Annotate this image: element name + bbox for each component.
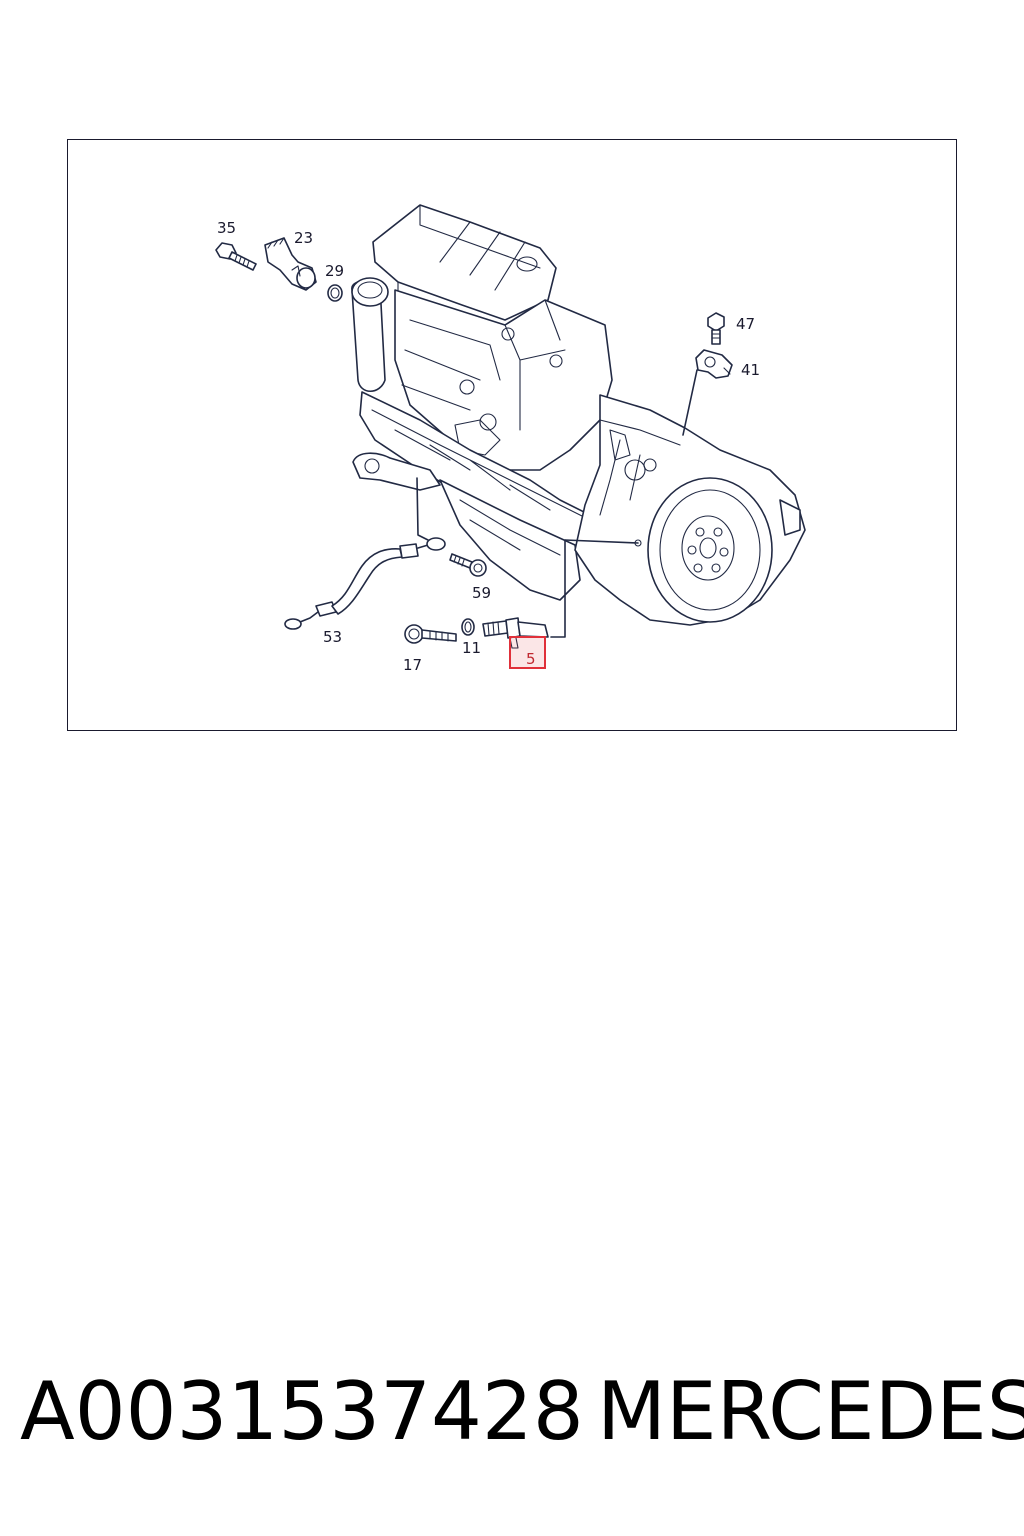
callout-53: 53 (323, 628, 342, 646)
callout-59: 59 (472, 584, 491, 602)
leader-lines (416, 369, 698, 638)
callout-35: 35 (217, 219, 236, 237)
callout-23: 23 (294, 229, 313, 247)
brand-name-text: MERCEDES (597, 1365, 1024, 1458)
part-59-bolt (449, 553, 487, 577)
part-29-o-ring (327, 284, 343, 302)
part-35-bolt (215, 242, 257, 271)
callout-11: 11 (462, 639, 481, 657)
highlight-box-5 (509, 636, 546, 669)
part-53-ground-cable (284, 537, 446, 630)
part-47-bolt (707, 312, 725, 345)
part-number-text: A0031537428 (20, 1365, 584, 1458)
callout-41: 41 (741, 361, 760, 379)
part-5-sensor (482, 617, 549, 649)
engine-block-drawing (351, 204, 806, 626)
callout-29: 29 (325, 262, 344, 280)
part-11-o-ring (461, 618, 475, 636)
callout-5: 5 (526, 650, 536, 668)
part-41-sensor (695, 349, 733, 379)
part-23-sensor (264, 237, 317, 291)
callout-labels: 35 23 29 47 41 59 53 11 17 5 (217, 219, 760, 674)
callout-17: 17 (403, 656, 422, 674)
diagram-frame (67, 139, 957, 731)
callout-47: 47 (736, 315, 755, 333)
part-17-bolt (404, 624, 457, 644)
